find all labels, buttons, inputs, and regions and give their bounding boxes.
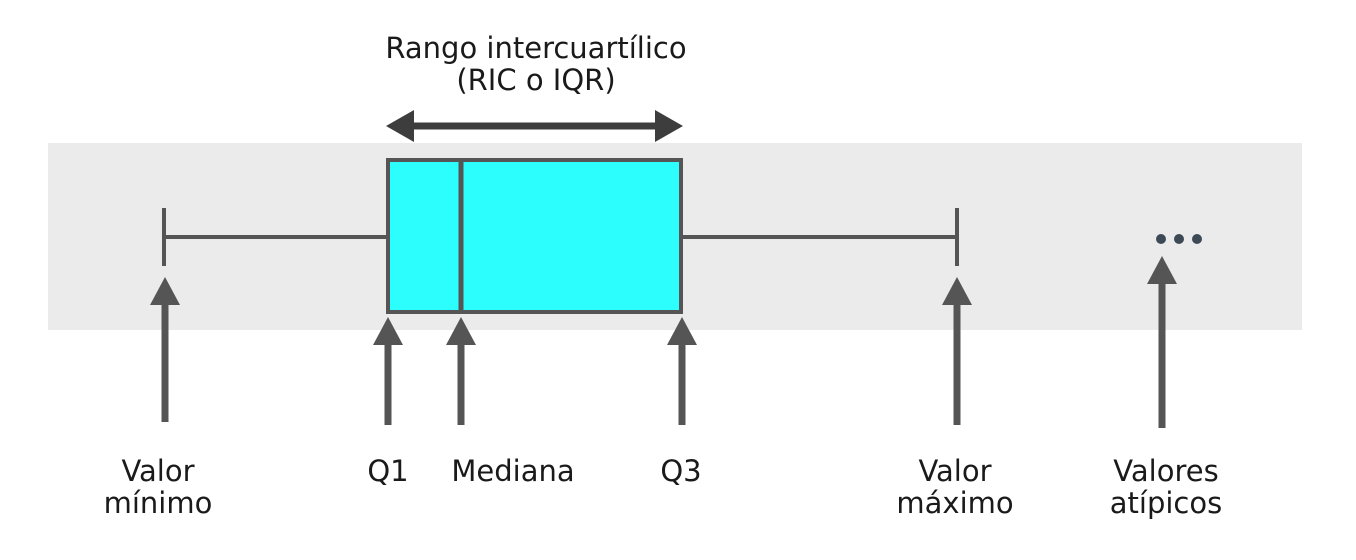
q1-label: Q1 <box>367 454 409 488</box>
max-label: Valor máximo <box>896 455 1013 519</box>
min-pointer-up-arrow-icon <box>150 277 180 422</box>
max-label-line1: Valor <box>918 454 992 488</box>
iqr-title-line2: (RIC o IQR) <box>456 63 616 97</box>
whiskers <box>162 208 959 266</box>
min-label-line2: mínimo <box>103 486 213 520</box>
outlier-dots-icon <box>1156 234 1202 244</box>
q3-pointer-up-arrow-icon <box>667 317 697 425</box>
iqr-title-line1: Rango intercuartílico <box>385 31 687 65</box>
median-label: Mediana <box>451 454 575 488</box>
median-pointer-up-arrow-icon <box>446 317 476 425</box>
min-label: Valor mínimo <box>104 455 213 519</box>
iqr-double-arrow-icon <box>386 110 683 142</box>
outliers-label-line2: atípicos <box>1109 486 1223 520</box>
max-label-line2: máximo <box>896 486 1014 520</box>
q1-pointer-up-arrow-icon <box>373 317 403 425</box>
iqr-box <box>386 158 683 314</box>
iqr-title: Rango intercuartílico (RIC o IQR) <box>385 32 686 96</box>
outliers-label: Valores atípicos <box>1110 455 1222 519</box>
max-pointer-up-arrow-icon <box>942 277 972 425</box>
outliers-label-line1: Valores <box>1113 454 1219 488</box>
outliers-pointer-up-arrow-icon <box>1147 256 1177 428</box>
min-label-line1: Valor <box>121 454 195 488</box>
q3-label: Q3 <box>660 454 702 488</box>
